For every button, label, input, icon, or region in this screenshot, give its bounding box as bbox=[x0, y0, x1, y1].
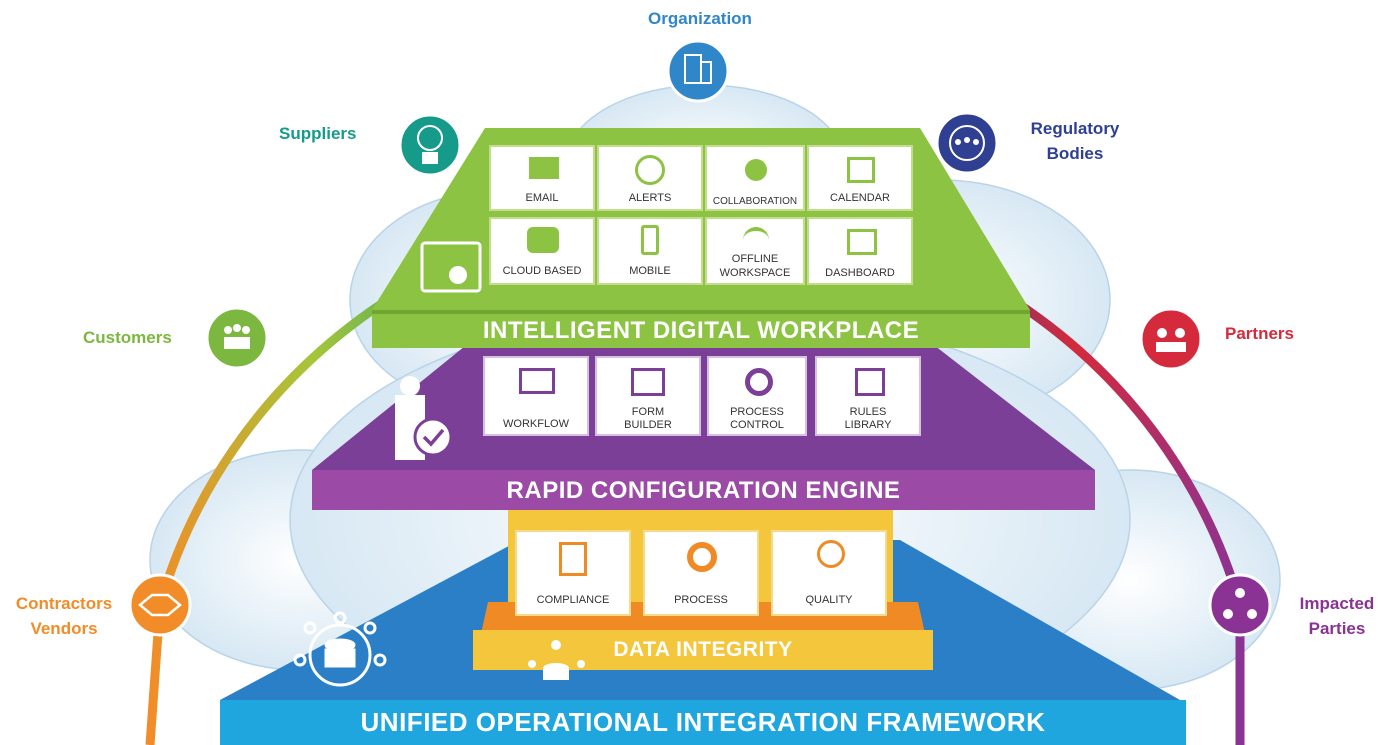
tile-quality[interactable]: QUALITY bbox=[771, 530, 887, 616]
tile-email[interactable]: EMAIL bbox=[489, 145, 595, 211]
cloud-icon bbox=[527, 227, 559, 253]
integrity-title: DATA INTEGRITY bbox=[613, 638, 793, 661]
network-database-icon bbox=[293, 611, 387, 687]
config-person-icon bbox=[395, 376, 453, 460]
database-icon bbox=[528, 640, 585, 680]
tile-process[interactable]: PROCESS bbox=[643, 530, 759, 616]
compliance-icon bbox=[559, 542, 587, 576]
tile-collaboration[interactable]: COLLABORATION bbox=[705, 145, 805, 211]
tile-process-control[interactable]: PROCESS CONTROL bbox=[707, 356, 807, 436]
tile-alerts[interactable]: ALERTS bbox=[597, 145, 703, 211]
regulatory-label-line2: Bodies bbox=[1046, 144, 1104, 163]
tile-offline-label: OFFLINE bbox=[731, 253, 779, 265]
email-icon bbox=[529, 157, 559, 179]
tile-offline-workspace[interactable]: OFFLINE WORKSPACE bbox=[705, 217, 805, 285]
tile-dashboard[interactable]: DASHBOARD bbox=[807, 217, 913, 285]
engine-title: RAPID CONFIGURATION ENGINE bbox=[506, 477, 901, 504]
handshake-icon[interactable] bbox=[128, 573, 192, 637]
organization-label: Organization bbox=[648, 9, 752, 28]
suppliers-icon[interactable] bbox=[398, 113, 462, 177]
workplace-title: INTELLIGENT DIGITAL WORKPLACE bbox=[482, 317, 920, 344]
contractors-label: Contractors Vendors bbox=[4, 591, 124, 641]
regulatory-label-line1: Regulatory bbox=[1030, 119, 1120, 138]
quality-badge-icon bbox=[817, 540, 845, 568]
offline-icon bbox=[743, 227, 769, 245]
process-control-icon bbox=[745, 368, 773, 396]
rules-library-icon bbox=[855, 368, 885, 396]
tile-form-label: FORM bbox=[631, 406, 665, 418]
tile-process-label: PROCESS bbox=[730, 406, 784, 418]
tile-workspace-label: WORKSPACE bbox=[719, 267, 791, 279]
tile-mobile-label: MOBILE bbox=[629, 265, 671, 277]
tile-control-label: CONTROL bbox=[730, 419, 784, 431]
tile-compliance[interactable]: COMPLIANCE bbox=[515, 530, 631, 616]
tile-calendar[interactable]: CALENDAR bbox=[807, 145, 913, 211]
tile-compliance-label: COMPLIANCE bbox=[536, 594, 610, 606]
impacted-label: Impacted Parties bbox=[1282, 591, 1392, 641]
dashboard-icon bbox=[847, 229, 877, 255]
partners-label: Partners bbox=[1225, 324, 1294, 343]
tile-mobile[interactable]: MOBILE bbox=[597, 217, 703, 285]
tile-workflow[interactable]: WORKFLOW bbox=[483, 356, 589, 436]
touch-screen-icon bbox=[420, 241, 482, 293]
alert-icon bbox=[635, 155, 665, 185]
mobile-icon bbox=[641, 225, 659, 255]
partners-icon[interactable] bbox=[1139, 307, 1203, 371]
tile-dashboard-label: DASHBOARD bbox=[825, 267, 895, 279]
tile-cloud-based[interactable]: CLOUD BASED bbox=[489, 217, 595, 285]
tile-rules-library[interactable]: RULES LIBRARY bbox=[815, 356, 921, 436]
customers-icon[interactable] bbox=[205, 306, 269, 370]
form-icon bbox=[631, 368, 665, 396]
contractors-label-line2: Vendors bbox=[30, 619, 98, 638]
tile-process-int-label: PROCESS bbox=[674, 594, 728, 606]
impacted-label-line2: Parties bbox=[1308, 619, 1366, 638]
suppliers-label: Suppliers bbox=[279, 124, 357, 143]
contractors-label-line1: Contractors bbox=[15, 594, 113, 613]
tile-builder-label: BUILDER bbox=[624, 419, 672, 431]
gears-icon bbox=[687, 542, 717, 572]
tile-alerts-label: ALERTS bbox=[628, 192, 672, 204]
workflow-icon bbox=[519, 368, 555, 394]
tile-rules-label: RULES bbox=[849, 406, 887, 418]
tile-form-builder[interactable]: FORM BUILDER bbox=[595, 356, 701, 436]
tile-workflow-label: WORKFLOW bbox=[503, 418, 569, 430]
tile-cloud-based-label: CLOUD BASED bbox=[502, 265, 582, 277]
customers-label: Customers bbox=[83, 328, 172, 347]
tile-calendar-label: CALENDAR bbox=[830, 192, 890, 204]
impacted-parties-icon[interactable] bbox=[1208, 573, 1272, 637]
tile-collaboration-label: COLLABORATION bbox=[712, 196, 798, 207]
tile-email-label: EMAIL bbox=[525, 192, 559, 204]
organization-icon[interactable] bbox=[666, 39, 730, 103]
collaboration-icon bbox=[745, 159, 767, 181]
framework-title: UNIFIED OPERATIONAL INTEGRATION FRAMEWOR… bbox=[360, 707, 1046, 737]
tile-quality-label: QUALITY bbox=[805, 594, 853, 606]
regulatory-icon[interactable] bbox=[935, 111, 999, 175]
impacted-label-line1: Impacted bbox=[1299, 594, 1375, 613]
regulatory-label: Regulatory Bodies bbox=[1010, 116, 1140, 166]
tile-library-label: LIBRARY bbox=[844, 419, 892, 431]
calendar-icon bbox=[847, 157, 875, 183]
